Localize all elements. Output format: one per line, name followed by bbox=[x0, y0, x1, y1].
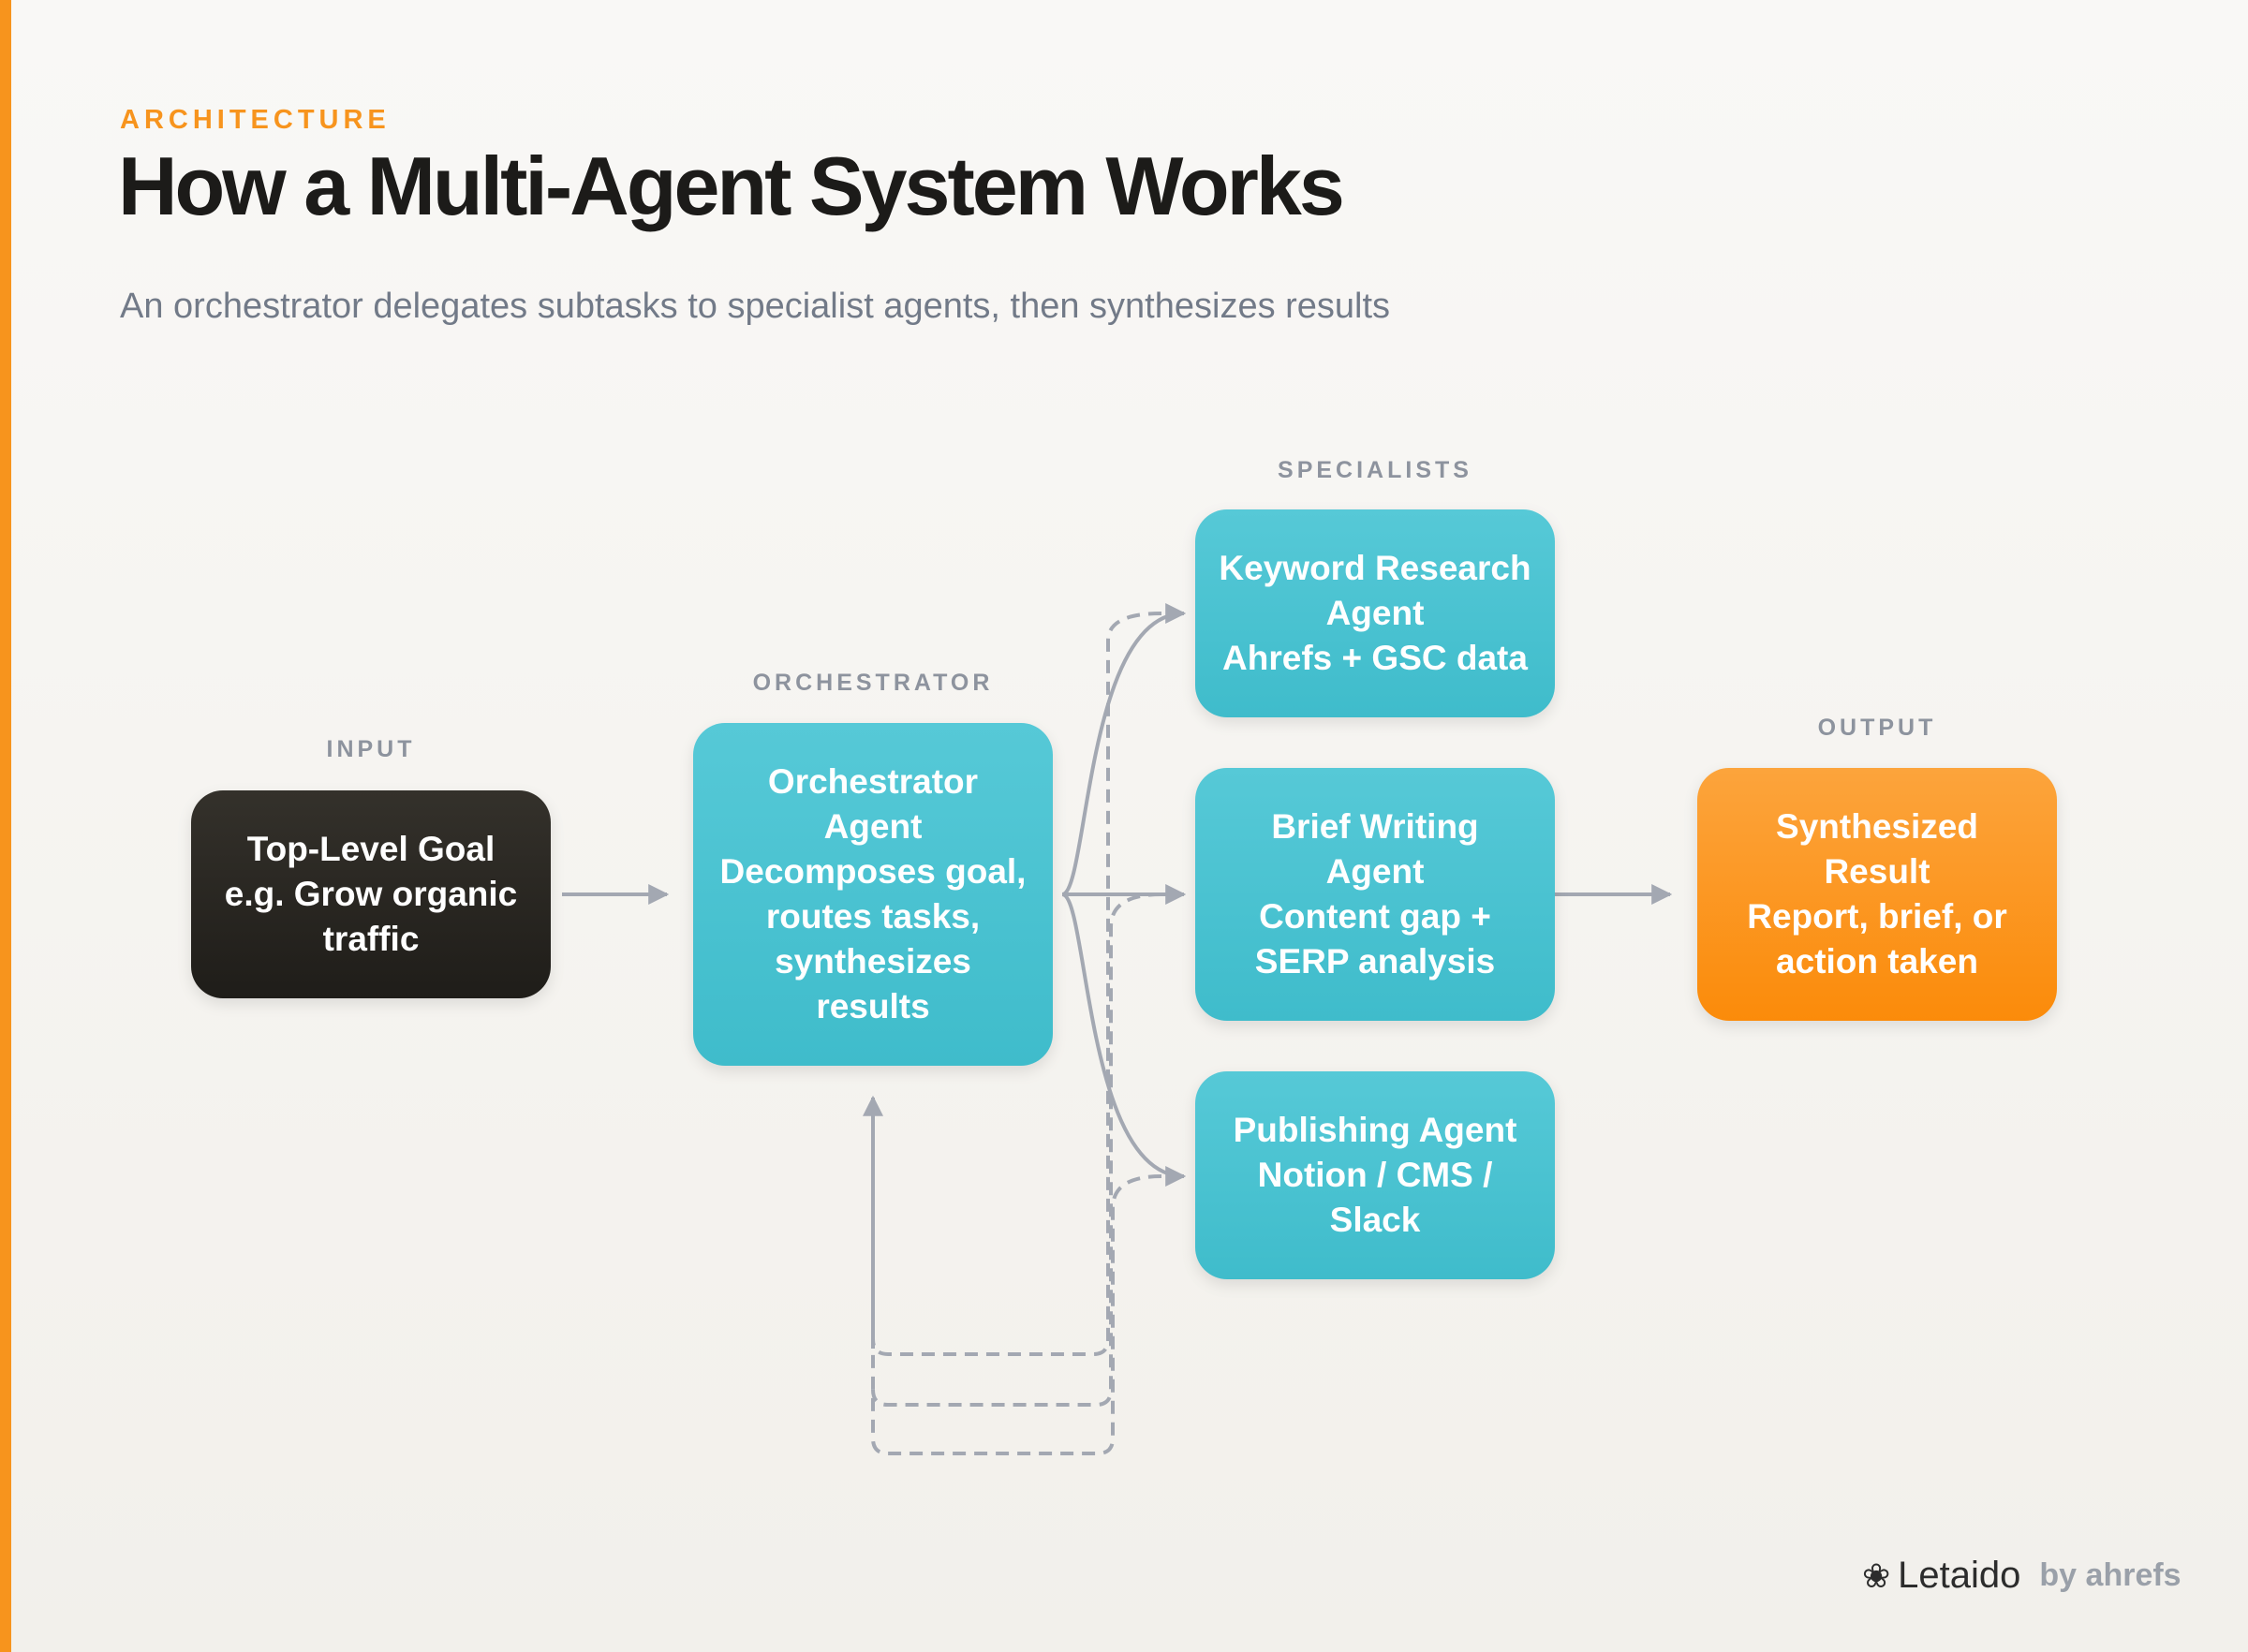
section-label-input: INPUT bbox=[326, 736, 416, 762]
node-keyword-research-agent: Keyword Research Agent Ahrefs + GSC data bbox=[1195, 509, 1555, 717]
section-label-orchestrator: ORCHESTRATOR bbox=[752, 670, 994, 696]
arrow-orchestrator-to-publishing bbox=[1061, 892, 1187, 1187]
eyebrow-label: ARCHITECTURE bbox=[120, 105, 391, 135]
node-orchestrator-agent: Orchestrator Agent Decomposes goal, rout… bbox=[693, 723, 1053, 1066]
node-synthesized-result: Synthesized Result Report, brief, or act… bbox=[1697, 768, 2057, 1021]
node-title: Synthesized Result bbox=[1776, 807, 1978, 891]
page-subtitle: An orchestrator delegates subtasks to sp… bbox=[120, 287, 1391, 326]
return-path-publishing bbox=[871, 1174, 1162, 1455]
node-top-level-goal: Top-Level Goal e.g. Grow organic traffic bbox=[191, 790, 551, 998]
node-detail: e.g. Grow organic traffic bbox=[224, 875, 518, 958]
return-path-keyword bbox=[871, 612, 1162, 1356]
return-path-brief bbox=[871, 892, 1162, 1407]
accent-bar bbox=[0, 0, 11, 1652]
node-detail: Content gap + SERP analysis bbox=[1254, 897, 1496, 981]
node-title: Publishing Agent bbox=[1233, 1111, 1517, 1149]
node-title: Brief Writing Agent bbox=[1271, 807, 1479, 891]
node-detail: Report, brief, or action taken bbox=[1747, 897, 2007, 981]
node-title: Keyword Research Agent bbox=[1219, 549, 1531, 632]
brand-footer: ❀ Letaido by ahrefs bbox=[1862, 1555, 2181, 1597]
node-brief-writing-agent: Brief Writing Agent Content gap + SERP a… bbox=[1195, 768, 1555, 1021]
arrow-orchestrator-to-keyword bbox=[1061, 603, 1187, 896]
section-label-specialists: SPECIALISTS bbox=[1278, 457, 1472, 483]
node-publishing-agent: Publishing Agent Notion / CMS / Slack bbox=[1195, 1071, 1555, 1279]
brand-by-ahrefs: by ahrefs bbox=[2039, 1557, 2181, 1593]
node-title: Orchestrator Agent bbox=[767, 762, 979, 846]
node-detail: Notion / CMS / Slack bbox=[1257, 1156, 1493, 1239]
node-detail: Ahrefs + GSC data bbox=[1222, 639, 1528, 677]
section-label-output: OUTPUT bbox=[1817, 715, 1937, 741]
brand-name: Letaido bbox=[1898, 1555, 2021, 1596]
node-detail: Decomposes goal, routes tasks, synthesiz… bbox=[719, 852, 1027, 1025]
clover-knot-icon: ❀ bbox=[1862, 1556, 1891, 1595]
page-title: How a Multi-Agent System Works bbox=[118, 140, 1345, 232]
node-title: Top-Level Goal bbox=[246, 830, 495, 868]
